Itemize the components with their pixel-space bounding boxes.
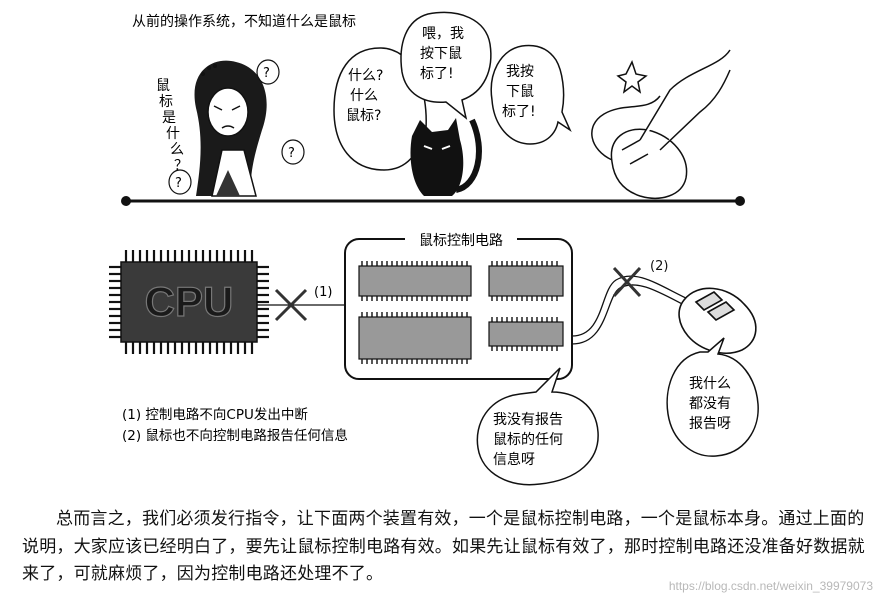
speech-bubble-mouse: 我什么 都没有 报告呀 (666, 337, 759, 457)
svg-text:下鼠: 下鼠 (506, 84, 534, 100)
cpu-label: CPU (145, 278, 234, 325)
svg-text:报告呀: 报告呀 (689, 416, 731, 432)
svg-text:什: 什 (166, 126, 180, 142)
notes: (1) 控制电路不向CPU发出中断 (2) 鼠标也不向控制电路报告任何信息 (122, 407, 348, 444)
svg-text:喂，我: 喂，我 (422, 26, 464, 42)
label-2: (2) (650, 259, 668, 274)
diagram-canvas: 从前的操作系统，不知道什么是鼠标 鼠 标 是 什 么 ？ ? ? ? 什么? 什… (109, 11, 759, 486)
question-mark: ? (288, 146, 295, 161)
svg-text:我没有报告: 我没有报告 (493, 412, 563, 428)
svg-text:我按: 我按 (506, 64, 534, 80)
cpu-chip: CPU (109, 250, 269, 354)
divider-line (121, 196, 745, 206)
mouse-device (678, 287, 757, 354)
mouse-cable: (2) (571, 259, 691, 345)
label-1: (1) (314, 285, 332, 300)
girl-side-text: 鼠 标 是 什 么 ？ (156, 78, 188, 174)
cpu-circuit-link: (1) (257, 285, 345, 322)
svg-text:信息呀: 信息呀 (493, 451, 535, 468)
circuit-title: 鼠标控制电路 (419, 233, 503, 249)
svg-text:么: 么 (170, 142, 184, 158)
speech-bubble-pressed-2: 我按 下鼠 标了! (490, 44, 572, 145)
question-mark: ? (263, 66, 270, 81)
svg-text:是: 是 (162, 110, 176, 126)
watermark: https://blog.csdn.net/weixin_39979073 (668, 579, 873, 593)
blocked-x-2 (612, 266, 642, 298)
svg-text:鼠: 鼠 (156, 78, 170, 94)
question-mark: ? (175, 176, 182, 191)
cat-illustration (410, 118, 482, 196)
svg-text:标: 标 (159, 94, 173, 110)
note-2: (2) 鼠标也不向控制电路报告任何信息 (122, 427, 348, 444)
svg-text:标了!: 标了! (502, 104, 536, 120)
blocked-x-1 (274, 288, 308, 322)
mouse-control-circuit: 鼠标控制电路 (344, 228, 573, 380)
note-1: (1) 控制电路不向CPU发出中断 (122, 407, 308, 423)
question-marks (168, 59, 305, 195)
girl-illustration (194, 60, 267, 197)
speech-bubble-circuit: 我没有报告 鼠标的任何 信息呀 (476, 367, 599, 486)
svg-text:鼠标?: 鼠标? (346, 108, 381, 124)
hand-mouse-illustration (591, 49, 731, 199)
speech-bubble-pressed: 喂，我 按下鼠 标了! (400, 11, 492, 120)
top-caption: 从前的操作系统，不知道什么是鼠标 (132, 13, 356, 30)
caption-paragraph: 总而言之，我们必须发行指令，让下面两个装置有效，一个是鼠标控制电路，一个是鼠标本… (22, 509, 865, 584)
svg-text:我什么: 我什么 (689, 376, 731, 392)
svg-text:标了!: 标了! (420, 66, 454, 82)
svg-text:什么?: 什么? (348, 68, 383, 84)
svg-text:鼠标的任何: 鼠标的任何 (493, 432, 563, 448)
svg-text:都没有: 都没有 (689, 396, 731, 412)
svg-text:什么: 什么 (350, 88, 378, 104)
svg-text:按下鼠: 按下鼠 (420, 46, 462, 62)
